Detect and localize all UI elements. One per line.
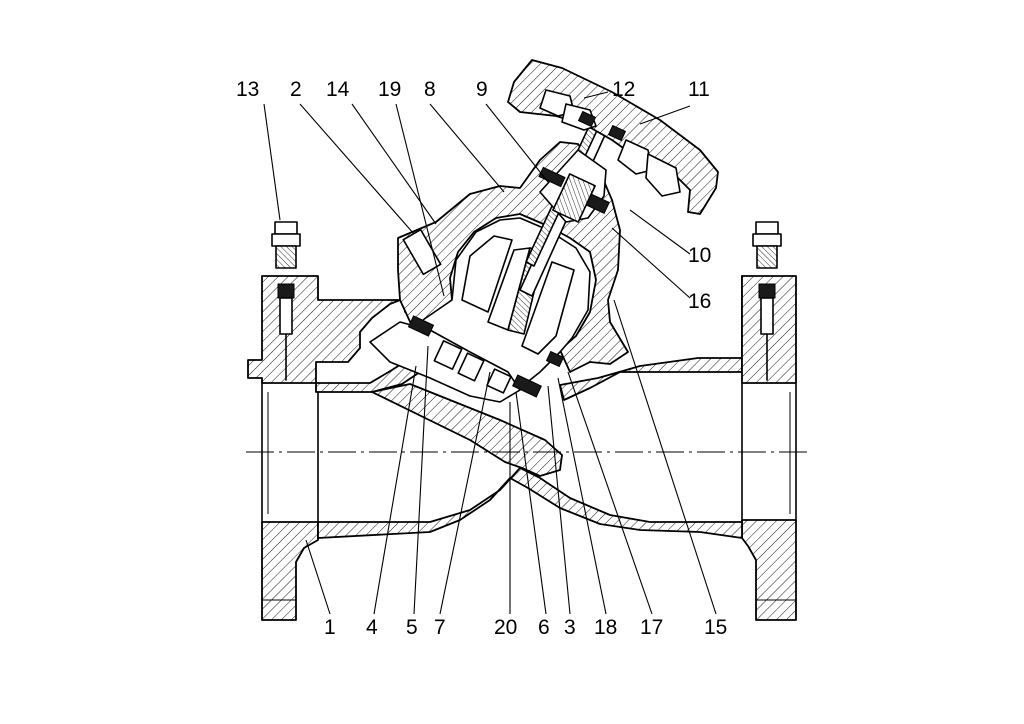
label-9: 9: [476, 78, 488, 101]
label-10: 10: [688, 244, 711, 267]
label-7: 7: [434, 616, 446, 639]
label-13: 13: [236, 78, 259, 101]
label-8: 8: [424, 78, 436, 101]
label-14: 14: [326, 78, 350, 101]
valve-body: [247, 275, 797, 621]
label-16: 16: [688, 290, 711, 313]
label-6: 6: [538, 616, 550, 639]
handwheel: [507, 59, 719, 215]
label-3: 3: [564, 616, 576, 639]
label-5: 5: [406, 616, 418, 639]
stem: [519, 117, 611, 297]
label-17: 17: [640, 616, 663, 639]
label-19: 19: [378, 78, 401, 101]
label-12: 12: [612, 78, 635, 101]
leader-lines: [263, 91, 717, 615]
label-20: 20: [494, 616, 517, 639]
label-18: 18: [594, 616, 617, 639]
label-11: 11: [688, 78, 710, 101]
label-2: 2: [290, 78, 302, 101]
test-point-right: [752, 221, 782, 381]
label-4: 4: [366, 616, 378, 639]
label-1: 1: [324, 616, 336, 639]
test-point-left: [271, 221, 301, 381]
part-labels: 13 2 14 19 8 9 12 11 10 16 1 4 5 7 20 6 …: [236, 78, 727, 639]
label-15: 15: [704, 616, 727, 639]
